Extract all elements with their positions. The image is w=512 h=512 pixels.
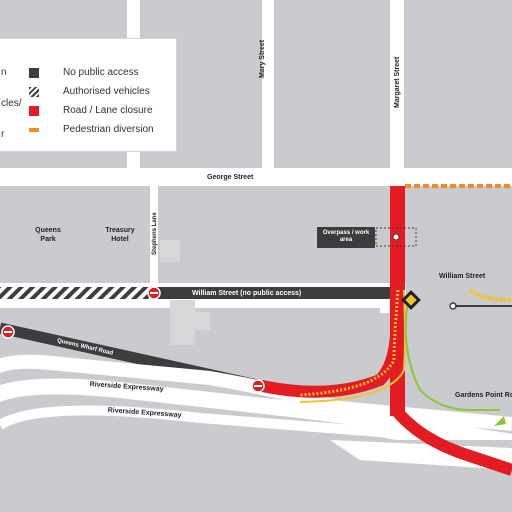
george-street-label: George Street: [207, 174, 254, 181]
traffic-sign-icon: [401, 290, 421, 310]
no-entry-icon: [147, 286, 161, 300]
no-entry-icon: [1, 325, 15, 339]
legend-swatch-authorised: [29, 87, 39, 97]
george-street-road: [0, 168, 512, 186]
overpass-work-area-label: Overpass / work area: [317, 227, 375, 248]
map-legend: n cles/ r No public access Authorised ve…: [0, 38, 177, 152]
treasury-hotel-label: Treasury Hotel: [105, 227, 135, 243]
stephens-lane-road: [150, 186, 158, 286]
no-entry-icon: [251, 379, 265, 393]
margaret-street-label: Margaret Street: [394, 56, 401, 108]
mary-street-label: Mary Street: [259, 39, 266, 78]
william-street-closed-label: William Street (no public access): [192, 290, 302, 297]
legend-label: Road / Lane closure: [63, 105, 153, 116]
queens-park-label: Queens Park: [35, 227, 61, 243]
william-street-label: William Street: [439, 273, 486, 280]
gardens-point-road-label: Gardens Point Road: [455, 392, 512, 399]
william-street-authorised: [0, 287, 150, 299]
legend-label: No public access: [63, 67, 139, 78]
legend-cut-text: cles/: [1, 98, 22, 109]
legend-label: Authorised vehicles: [63, 86, 150, 97]
stephens-lane-label: Stephens Lane: [152, 212, 158, 255]
legend-cut-text: r: [1, 129, 5, 140]
legend-swatch-pedestrian: [29, 128, 39, 132]
legend-swatch-no-access: [29, 68, 39, 78]
legend-label: Pedestrian diversion: [63, 124, 154, 135]
legend-swatch-closure: [29, 106, 39, 116]
diversion-arrow-icon: [494, 416, 506, 426]
legend-cut-text: n: [1, 67, 7, 78]
